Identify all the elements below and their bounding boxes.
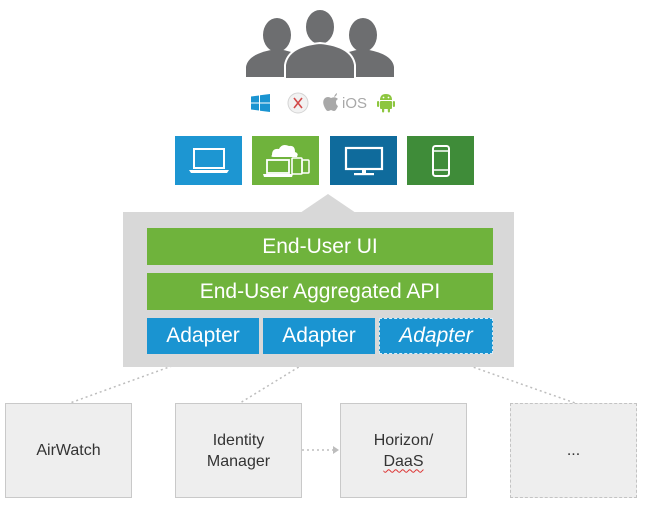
laptop-icon bbox=[188, 147, 229, 173]
horizon-daas-box: Horizon/ DaaS bbox=[340, 403, 467, 498]
end-user-ui-bar: End-User UI bbox=[147, 228, 493, 265]
identity-manager-box: Identity Manager bbox=[175, 403, 302, 498]
airwatch-box: AirWatch bbox=[5, 403, 132, 498]
adapter-1: Adapter bbox=[147, 318, 259, 354]
aggregated-api-bar: End-User Aggregated API bbox=[147, 273, 493, 310]
osx-icon bbox=[287, 92, 309, 114]
users-icon bbox=[246, 8, 394, 80]
horizon-label-line1: Horizon/ bbox=[373, 431, 434, 449]
horizon-label-line2: DaaS bbox=[383, 452, 424, 470]
windows-icon bbox=[251, 94, 270, 112]
smartphone-tile bbox=[407, 136, 474, 185]
connector-adapter1-airwatch bbox=[69, 353, 206, 404]
android-icon bbox=[377, 94, 395, 113]
identity-label-line1: Identity bbox=[212, 431, 265, 449]
monitor-tile bbox=[330, 136, 397, 185]
platform-pointer bbox=[300, 194, 356, 213]
apple-icon bbox=[323, 93, 338, 111]
ios-label: iOS bbox=[342, 94, 368, 112]
multi-device-tile bbox=[252, 136, 319, 185]
adapter-2: Adapter bbox=[263, 318, 375, 354]
more-label: ... bbox=[566, 442, 581, 459]
multi-device-icon bbox=[262, 144, 310, 177]
connector-arrowhead bbox=[333, 446, 339, 454]
laptop-tile bbox=[175, 136, 242, 185]
adapter-3-optional: Adapter bbox=[379, 318, 493, 354]
more-backends-box: ... bbox=[510, 403, 637, 498]
airwatch-label: AirWatch bbox=[36, 442, 101, 459]
smartphone-icon bbox=[431, 144, 450, 177]
monitor-icon bbox=[344, 146, 383, 175]
identity-label-line2: Manager bbox=[206, 452, 271, 470]
